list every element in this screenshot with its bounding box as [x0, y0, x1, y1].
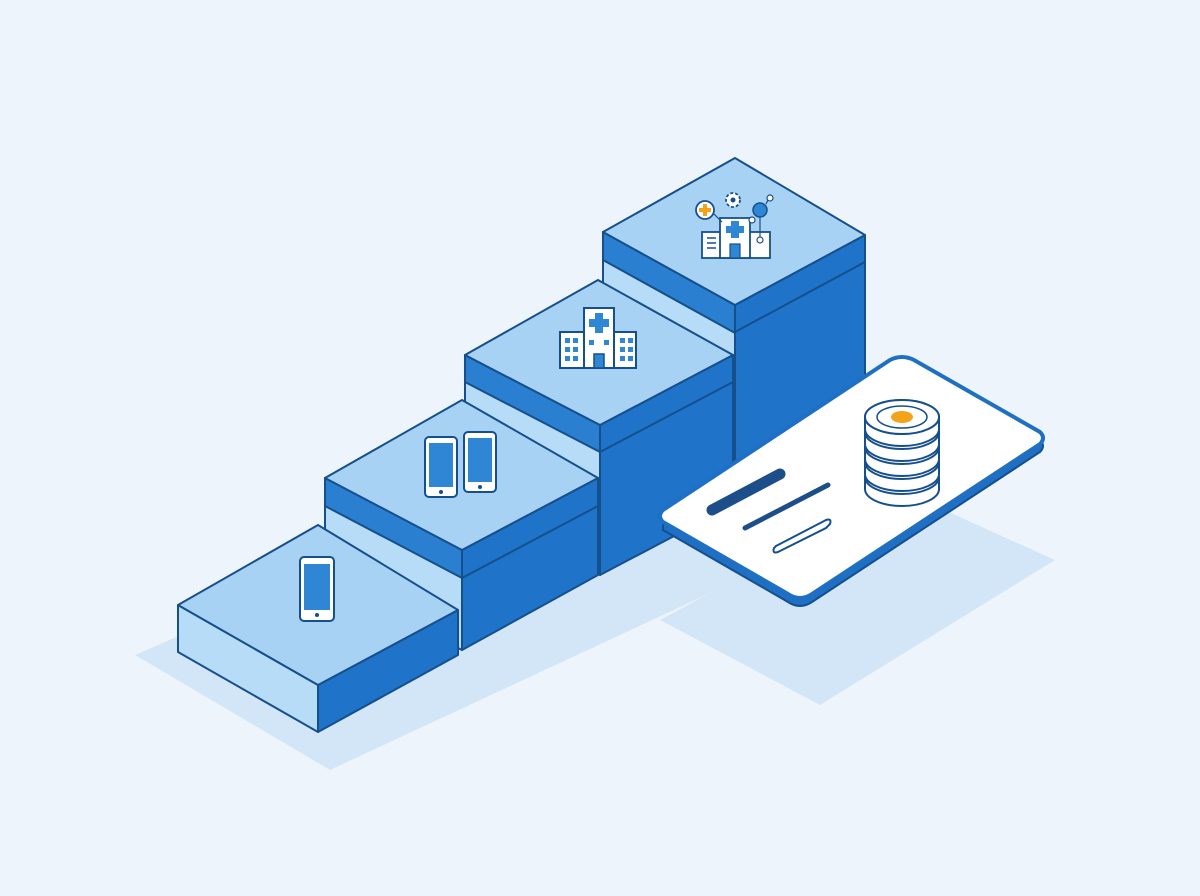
- smartphone-icon: [299, 556, 335, 622]
- connected-health-network-icon: [695, 192, 774, 259]
- card-outline-field: [772, 518, 832, 554]
- coin-stack-icon: [864, 399, 940, 507]
- payment-card: [658, 355, 1045, 607]
- two-smartphones-icon: [424, 431, 497, 498]
- hospital-building-icon: [559, 307, 637, 369]
- step-block-2: [324, 399, 599, 651]
- card-dark-bar-short: [742, 482, 831, 531]
- card-dark-bar: [706, 468, 786, 516]
